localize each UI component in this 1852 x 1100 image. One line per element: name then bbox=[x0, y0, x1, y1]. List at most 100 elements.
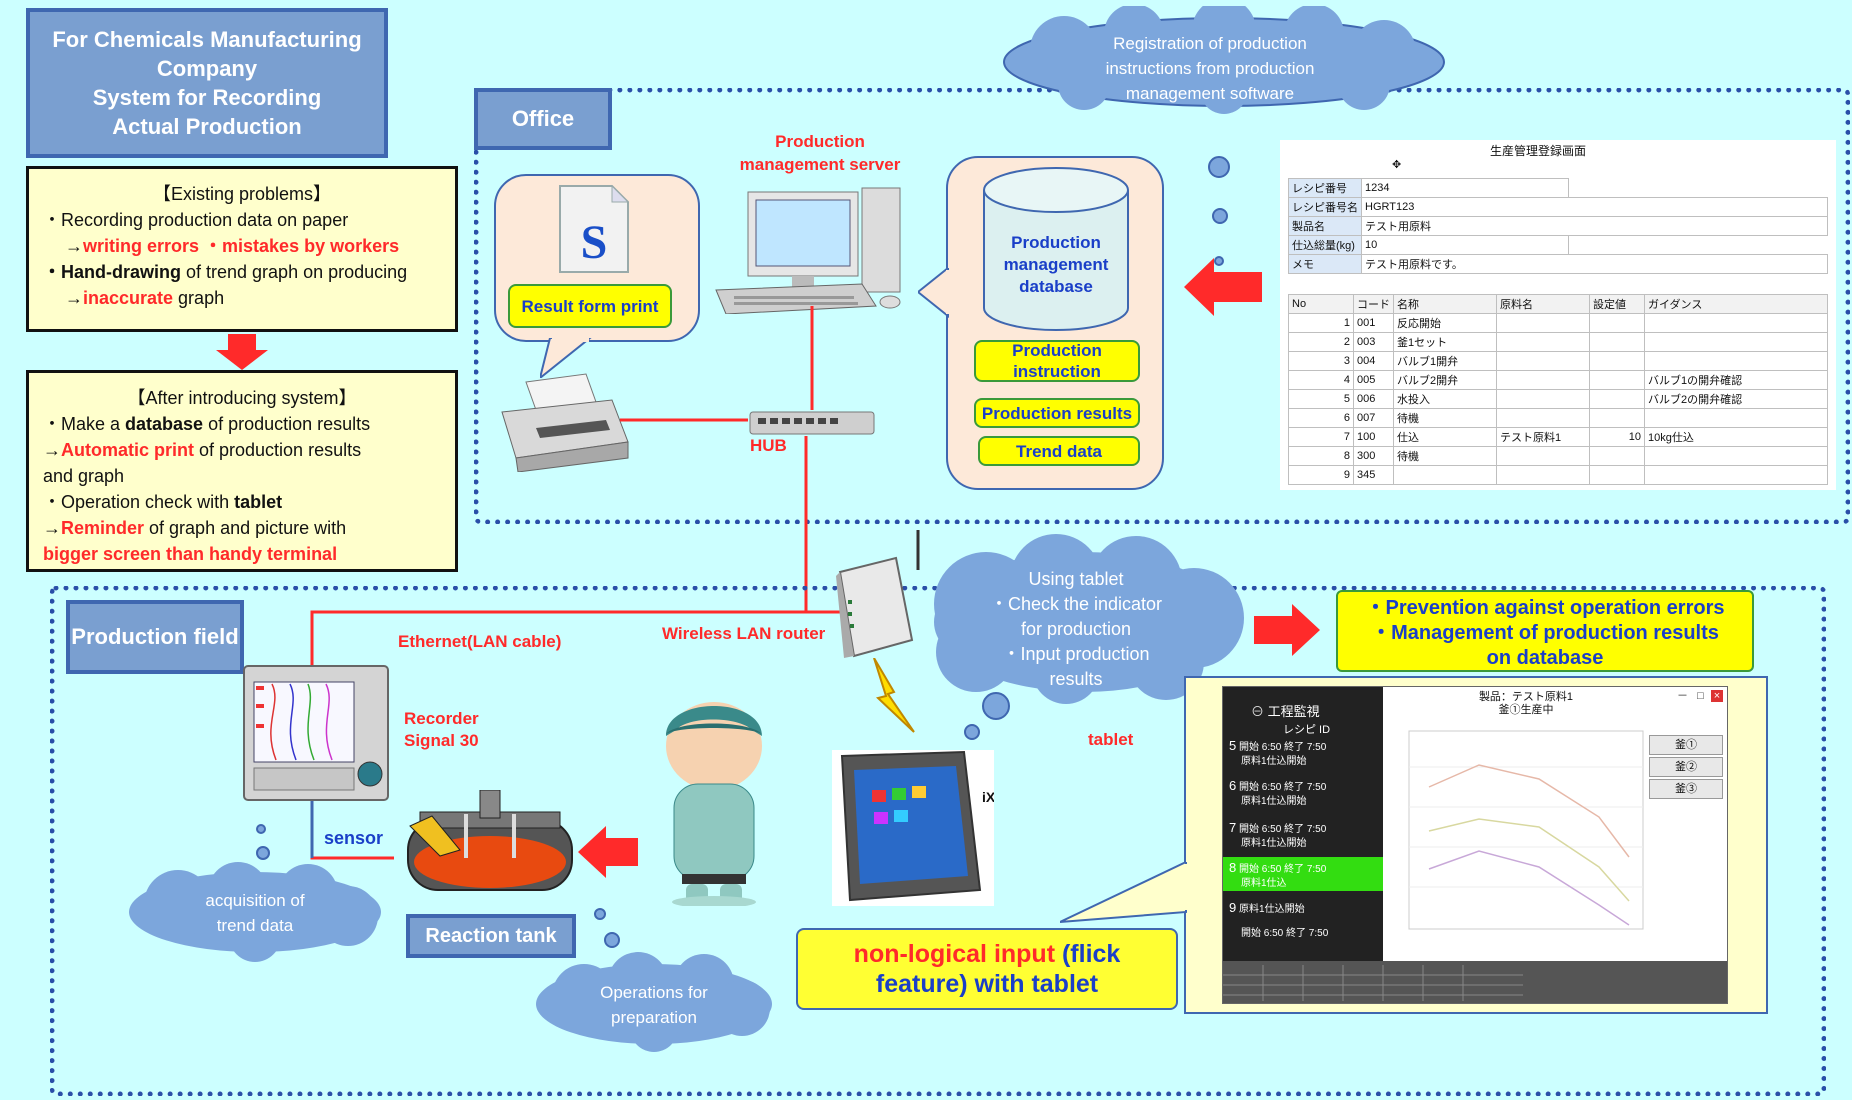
step-cell[interactable] bbox=[1589, 446, 1645, 466]
step-cell[interactable]: 5 bbox=[1288, 389, 1354, 409]
field-label: メモ bbox=[1288, 254, 1362, 274]
col-header: コード bbox=[1353, 294, 1394, 314]
col-header: 設定値 bbox=[1589, 294, 1645, 314]
close-button[interactable]: × bbox=[1710, 690, 1724, 702]
after-line-5: →Reminder of graph and picture with bbox=[43, 518, 347, 538]
kettle-button-3[interactable]: 釜③ bbox=[1649, 779, 1723, 799]
flick-input-note: non-logical input (flick feature) with t… bbox=[796, 928, 1178, 1010]
step-cell[interactable]: 100 bbox=[1353, 427, 1394, 447]
step-cell[interactable]: バルブ2開弁 bbox=[1393, 370, 1497, 390]
step-cell[interactable]: バルブ1開弁 bbox=[1393, 351, 1497, 371]
step-cell[interactable] bbox=[1644, 408, 1828, 428]
step-cell[interactable] bbox=[1644, 313, 1828, 333]
step-cell[interactable] bbox=[1496, 408, 1590, 428]
step-cell[interactable] bbox=[1496, 313, 1590, 333]
step-cell[interactable]: 7 bbox=[1288, 427, 1354, 447]
step-cell[interactable]: 4 bbox=[1288, 370, 1354, 390]
step-cell[interactable] bbox=[1496, 465, 1590, 485]
step-cell[interactable] bbox=[1496, 446, 1590, 466]
step-cell[interactable] bbox=[1496, 332, 1590, 352]
step-cell[interactable]: 2 bbox=[1288, 332, 1354, 352]
thought-dot bbox=[604, 932, 620, 948]
step-cell[interactable]: 10kg仕込 bbox=[1644, 427, 1828, 447]
kettle-button-1[interactable]: 釜① bbox=[1649, 735, 1723, 755]
step-cell[interactable]: 10 bbox=[1589, 427, 1645, 447]
step-cell[interactable]: 9 bbox=[1288, 465, 1354, 485]
step-cell[interactable] bbox=[1589, 408, 1645, 428]
step-cell[interactable]: 004 bbox=[1353, 351, 1394, 371]
step-cell[interactable] bbox=[1589, 389, 1645, 409]
step-cell[interactable]: 6 bbox=[1288, 408, 1354, 428]
step-cell[interactable]: 3 bbox=[1288, 351, 1354, 371]
step-cell[interactable]: 300 bbox=[1353, 446, 1394, 466]
title-line-1: For Chemicals Manufacturing bbox=[52, 27, 362, 52]
after-line-2: →Automatic print of production results bbox=[43, 440, 362, 460]
step-cell[interactable] bbox=[1589, 332, 1645, 352]
step-cell[interactable]: バルブ1の開弁確認 bbox=[1644, 370, 1828, 390]
step-cell[interactable] bbox=[1644, 332, 1828, 352]
step-cell[interactable]: 1 bbox=[1288, 313, 1354, 333]
registration-cloud-shape bbox=[1003, 6, 1445, 114]
step-cell[interactable]: 水投入 bbox=[1393, 389, 1497, 409]
step-cell[interactable] bbox=[1644, 465, 1828, 485]
field-value[interactable]: HGRT123 bbox=[1361, 197, 1828, 217]
process-item[interactable]: 開始 6:50 終了 7:50 bbox=[1241, 928, 1329, 939]
step-cell[interactable] bbox=[1644, 351, 1828, 371]
thought-dot bbox=[1212, 208, 1228, 224]
step-cell[interactable] bbox=[1589, 351, 1645, 371]
minimize-button[interactable]: － bbox=[1677, 690, 1688, 702]
step-cell[interactable] bbox=[1496, 370, 1590, 390]
field-value[interactable]: テスト用原料です。 bbox=[1361, 254, 1828, 274]
title-line-4: Actual Production bbox=[112, 114, 302, 139]
recipe-id-label: レシピ ID bbox=[1283, 724, 1331, 736]
step-cell[interactable]: 待機 bbox=[1393, 446, 1497, 466]
step-cell[interactable]: テスト原料1 bbox=[1496, 427, 1590, 447]
field-value[interactable]: 1234 bbox=[1361, 178, 1569, 198]
kettle-button-2[interactable]: 釜② bbox=[1649, 757, 1723, 777]
field-value[interactable]: 10 bbox=[1361, 235, 1569, 255]
step-cell[interactable]: 003 bbox=[1353, 332, 1394, 352]
process-item[interactable]: 9 原料1仕込開始 bbox=[1229, 900, 1305, 916]
title-line-3: System for Recording bbox=[92, 85, 322, 110]
field-value[interactable]: テスト用原料 bbox=[1361, 216, 1828, 236]
cursor-icon: ✥ bbox=[1392, 159, 1402, 171]
bubble-tail bbox=[540, 338, 592, 378]
step-cell[interactable] bbox=[1589, 465, 1645, 485]
step-cell[interactable]: 005 bbox=[1353, 370, 1394, 390]
step-cell[interactable]: 345 bbox=[1353, 465, 1394, 485]
step-cell[interactable]: 001 bbox=[1353, 313, 1394, 333]
col-header: ガイダンス bbox=[1644, 294, 1828, 314]
step-cell[interactable] bbox=[1589, 370, 1645, 390]
step-cell[interactable] bbox=[1393, 465, 1497, 485]
maximize-button[interactable]: □ bbox=[1697, 690, 1704, 702]
step-cell[interactable]: 8 bbox=[1288, 446, 1354, 466]
step-cell[interactable]: バルブ2の開弁確認 bbox=[1644, 389, 1828, 409]
step-cell[interactable] bbox=[1496, 389, 1590, 409]
step-cell[interactable]: 007 bbox=[1353, 408, 1394, 428]
step-cell[interactable] bbox=[1589, 313, 1645, 333]
chart-heading: 製品：テスト原料1 釜①生産中 bbox=[1411, 691, 1641, 717]
step-cell[interactable] bbox=[1496, 351, 1590, 371]
app-title: ⊖ 工程監視 bbox=[1251, 704, 1320, 719]
step-cell[interactable] bbox=[1644, 446, 1828, 466]
step-cell[interactable]: 釜1セット bbox=[1393, 332, 1497, 352]
field-label: 製品名 bbox=[1288, 216, 1362, 236]
reaction-tank-icon bbox=[407, 790, 573, 891]
db-item-production-instruction: Production instruction bbox=[974, 340, 1140, 382]
prevention-line-1: ・Prevention against operation errors bbox=[1365, 597, 1725, 619]
step-cell[interactable]: 006 bbox=[1353, 389, 1394, 409]
step-cell[interactable]: 仕込 bbox=[1393, 427, 1497, 447]
operations-cloud-shape bbox=[536, 952, 772, 1052]
step-cell[interactable]: 反応開始 bbox=[1393, 313, 1497, 333]
step-cell[interactable]: 待機 bbox=[1393, 408, 1497, 428]
